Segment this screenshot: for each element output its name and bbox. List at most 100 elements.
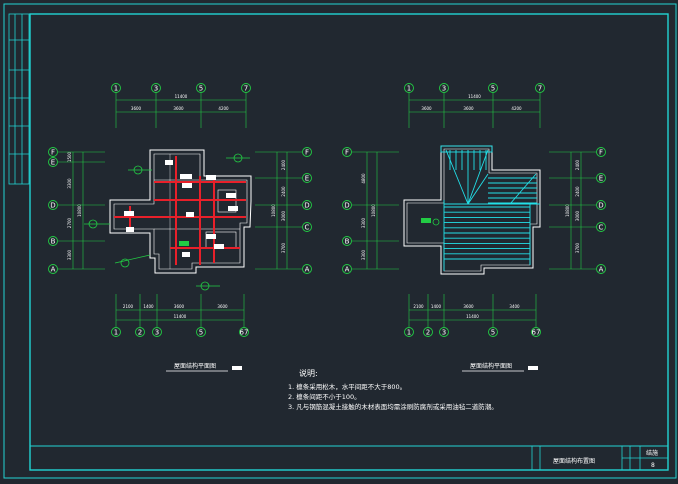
right-plan-ridges [444, 149, 540, 205]
left-plan-scale-box [232, 366, 242, 370]
right_plan-left-dim-1: 3300 [361, 217, 366, 228]
left_plan-right-axis-0: F [305, 148, 309, 156]
right_plan-bottom-axis-0: 1 [407, 328, 411, 336]
left_plan-bottom-axis-0: 1 [114, 328, 118, 336]
left_plan-left-axis-1-bubble [48, 157, 58, 167]
right_plan-right-total-dim: 10800 [565, 204, 570, 217]
right_plan-top-axis-3-bubble [535, 83, 545, 93]
left_plan-bottom-axis-3: 5 [199, 328, 203, 336]
right_plan-bottom-axis-1-bubble [423, 327, 433, 337]
right-plan-purlins [440, 145, 537, 271]
left_plan-left-axis-1: E [51, 158, 55, 166]
right_plan-bottom-dim-1: 1400 [431, 304, 442, 309]
right_plan-bottom-dim-3: 3400 [509, 304, 520, 309]
right_plan-left-axis-2-bubble [342, 236, 352, 246]
right-plan-section-marker [432, 218, 440, 226]
left_plan-bottom-axis-2: 3 [155, 328, 159, 336]
right_plan-left-dim-2: 3300 [361, 249, 366, 260]
right-plan-walls [403, 145, 541, 275]
right_plan-top-axis-2: 5 [491, 84, 495, 92]
left_plan-bottom-axis-4-bubble [239, 327, 249, 337]
right-plan-hatch [421, 218, 431, 223]
right_plan-bottom-dim-2: 3600 [463, 304, 474, 309]
left-plan-section-markers [84, 153, 250, 291]
right_plan-right-dim-3: 3700 [575, 242, 580, 253]
left_plan-top-axis-1: 3 [154, 84, 158, 92]
right-plan-caption: 屋面结构平面图 [470, 362, 512, 370]
right_plan-top-dim-1: 3600 [463, 106, 474, 111]
left-plan-beams [114, 156, 246, 265]
right_plan-right-axis-0-bubble [596, 147, 606, 157]
left_plan-top-dim-1: 3600 [173, 106, 184, 111]
right_plan-top-axis-2-bubble [488, 83, 498, 93]
title-block [531, 446, 668, 470]
left_plan-left-axis-3: B [51, 237, 56, 245]
right_plan-right-axis-4-bubble [596, 264, 606, 274]
right_plan-top-dim-2: 4200 [511, 106, 522, 111]
notes-title: 说明: [299, 368, 318, 378]
left_plan-left-axis-0: F [51, 148, 55, 156]
right_plan-bottom-axis-3-bubble [488, 327, 498, 337]
left_plan-right-axis-3-bubble [302, 222, 312, 232]
right_plan-left-axis-0: F [345, 148, 349, 156]
right_plan-right-axis-2-bubble [596, 200, 606, 210]
left_plan-left-axis-3-bubble [48, 236, 58, 246]
left_plan-top-axis-3-bubble [241, 83, 251, 93]
right_plan-left-axis-3: A [345, 265, 350, 273]
right_plan-right-dim-1: 2400 [575, 186, 580, 197]
left_plan-right-axis-0-bubble [302, 147, 312, 157]
left_plan-left-axis-4: A [51, 265, 56, 273]
left_plan-top-dim-0: 3600 [131, 106, 142, 111]
right_plan-right-axis-0: F [599, 148, 603, 156]
left_plan-right-dim-2: 3000 [281, 210, 286, 221]
right_plan-bottom-axis-2-bubble [439, 327, 449, 337]
right_plan-right-axis-3-bubble [596, 222, 606, 232]
left_plan-top-axis-0: 1 [114, 84, 118, 92]
left_plan-bottom-total-dim: 11400 [174, 314, 187, 319]
right_plan-top-total-dim: 11400 [468, 94, 481, 99]
right_plan-bottom-total-dim: 11400 [466, 314, 479, 319]
left-plan-columns [124, 160, 238, 257]
left_plan-top-axis-2: 5 [199, 84, 203, 92]
left_plan-bottom-axis-1-bubble [135, 327, 145, 337]
left_plan-left-axis-0-bubble [48, 147, 58, 157]
left_plan-bottom-axis-2-bubble [152, 327, 162, 337]
right_plan-top-dim-0: 3600 [421, 106, 432, 111]
right_plan-right-axis-3: C [599, 223, 604, 231]
right_plan-top-axis-1-bubble [439, 83, 449, 93]
left_plan-right-dim-0: 2400 [281, 159, 286, 170]
right_plan-top-axis-0-bubble [404, 83, 414, 93]
left_plan-bottom-axis-4: 67 [240, 328, 249, 336]
left_plan-right-axis-1-bubble [302, 173, 312, 183]
notes-line-2: 2. 檩条间距不小于100。 [288, 392, 361, 401]
left_plan-top-total-dim: 11400 [175, 94, 188, 99]
right_plan-bottom-axis-1: 2 [426, 328, 430, 336]
left_plan-right-axis-3: C [305, 223, 310, 231]
left_plan-left-axis-2-bubble [48, 200, 58, 210]
left_plan-right-axis-4-bubble [302, 264, 312, 274]
left_plan-bottom-axis-3-bubble [196, 327, 206, 337]
right_plan-right-axis-1: E [599, 174, 603, 182]
right_plan-top-axis-1: 3 [442, 84, 446, 92]
left_plan-left-axis-2: D [50, 201, 55, 209]
general-notes: 说明: 1. 檩条采用松木，水平间距不大于800。 2. 檩条间距不小于100。… [288, 368, 498, 411]
left-plan-hatch [179, 241, 189, 246]
left_plan-bottom-axis-1: 2 [138, 328, 142, 336]
left_plan-bottom-dim-0: 2100 [123, 304, 134, 309]
left_plan-bottom-dim-1: 1400 [143, 304, 154, 309]
right_plan-left-dim-0: 4800 [361, 173, 366, 184]
left_plan-left-total-dim: 10800 [77, 204, 82, 217]
right_plan-right-axis-4: A [599, 265, 604, 273]
left_plan-left-dim-0: 1500 [67, 151, 72, 162]
right_plan-top-axis-0: 1 [407, 84, 411, 92]
left_plan-right-axis-4: A [305, 265, 310, 273]
left-plan-caption: 屋面结构平面图 [174, 362, 216, 370]
left_plan-bottom-axis-0-bubble [111, 327, 121, 337]
left_plan-left-dim-2: 2700 [67, 217, 72, 228]
left_plan-top-axis-2-bubble [196, 83, 206, 93]
right_plan-bottom-axis-3: 5 [491, 328, 495, 336]
